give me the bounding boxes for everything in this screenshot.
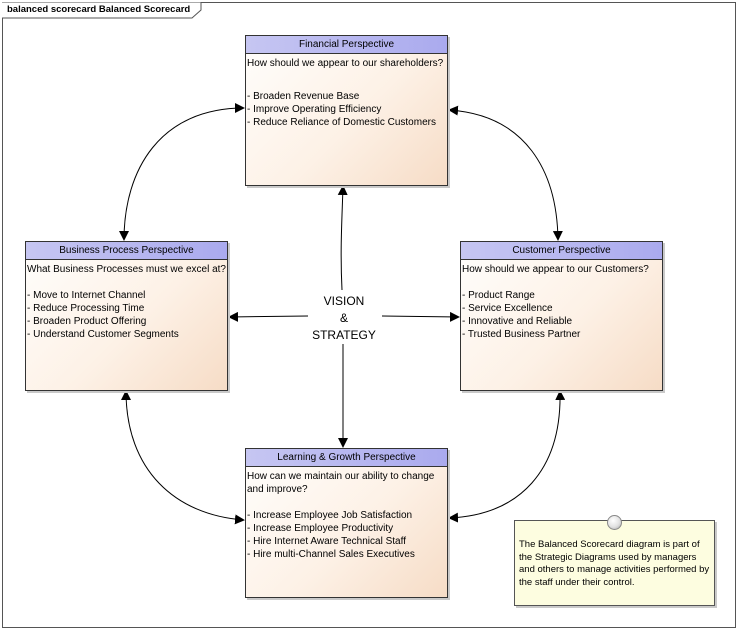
business-process-perspective-box[interactable]: Business Process Perspective What Busine… bbox=[25, 241, 228, 391]
business-items: - Move to Internet Channel - Reduce Proc… bbox=[26, 289, 227, 341]
list-item: - Hire multi-Channel Sales Executives bbox=[247, 549, 415, 560]
pin-icon bbox=[607, 515, 622, 530]
list-item: - Innovative and Reliable bbox=[462, 316, 573, 327]
connector-financial-business bbox=[119, 103, 245, 241]
business-process-perspective-title: Business Process Perspective bbox=[26, 242, 227, 260]
list-item: - Increase Employee Productivity bbox=[247, 523, 394, 534]
business-question: What Business Processes must we excel at… bbox=[27, 264, 226, 275]
note-box[interactable]: The Balanced Scorecard diagram is part o… bbox=[514, 520, 715, 606]
connector-customer-learning bbox=[448, 390, 566, 523]
customer-perspective-box[interactable]: Customer Perspective How should we appea… bbox=[460, 241, 663, 391]
list-item: - Reduce Reliance of Domestic Customers bbox=[247, 117, 436, 128]
list-item: - Reduce Processing Time bbox=[27, 303, 145, 314]
financial-perspective-title: Financial Perspective bbox=[246, 36, 447, 54]
connector-business-learning bbox=[121, 390, 245, 525]
list-item: - Broaden Revenue Base bbox=[247, 91, 360, 102]
learning-growth-perspective-title: Learning & Growth Perspective bbox=[246, 449, 447, 467]
list-item: - Hire Internet Aware Technical Staff bbox=[247, 536, 406, 547]
customer-items: - Product Range - Service Excellence - I… bbox=[461, 289, 662, 341]
list-item: - Move to Internet Channel bbox=[27, 290, 146, 301]
list-item: - Service Excellence bbox=[462, 303, 553, 314]
list-item: - Broaden Product Offering bbox=[27, 316, 147, 327]
vision-to-financial bbox=[337, 185, 348, 291]
connector-financial-customer bbox=[448, 105, 563, 241]
learning-growth-perspective-box[interactable]: Learning & Growth Perspective How can we… bbox=[245, 448, 448, 598]
frame-tab bbox=[2, 2, 202, 19]
financial-perspective-box[interactable]: Financial Perspective How should we appe… bbox=[245, 35, 448, 186]
vision-to-customer bbox=[381, 311, 460, 322]
list-item: - Product Range bbox=[462, 290, 535, 301]
frame-label: balanced scorecard Balanced Scorecard bbox=[7, 4, 191, 15]
customer-perspective-title: Customer Perspective bbox=[461, 242, 662, 260]
note-text: The Balanced Scorecard diagram is part o… bbox=[519, 539, 710, 588]
customer-question: How should we appear to our Customers? bbox=[462, 264, 649, 275]
vision-strategy-label: VISION & STRATEGY bbox=[302, 293, 386, 344]
list-item: - Increase Employee Job Satisfaction bbox=[247, 510, 413, 521]
financial-items: - Broaden Revenue Base - Improve Operati… bbox=[246, 90, 447, 129]
financial-question: How should we appear to our shareholders… bbox=[247, 58, 444, 69]
strategy-text: STRATEGY bbox=[312, 328, 376, 342]
list-item: - Understand Customer Segments bbox=[27, 329, 179, 340]
ampersand-text: & bbox=[339, 311, 348, 325]
list-item: - Improve Operating Efficiency bbox=[247, 104, 382, 115]
list-item: - Trusted Business Partner bbox=[462, 329, 581, 340]
learning-question: How can we maintain our ability to chang… bbox=[247, 471, 435, 495]
vision-to-business bbox=[228, 311, 309, 322]
learning-items: - Increase Employee Job Satisfaction - I… bbox=[246, 509, 447, 561]
vision-text: VISION bbox=[323, 294, 365, 308]
